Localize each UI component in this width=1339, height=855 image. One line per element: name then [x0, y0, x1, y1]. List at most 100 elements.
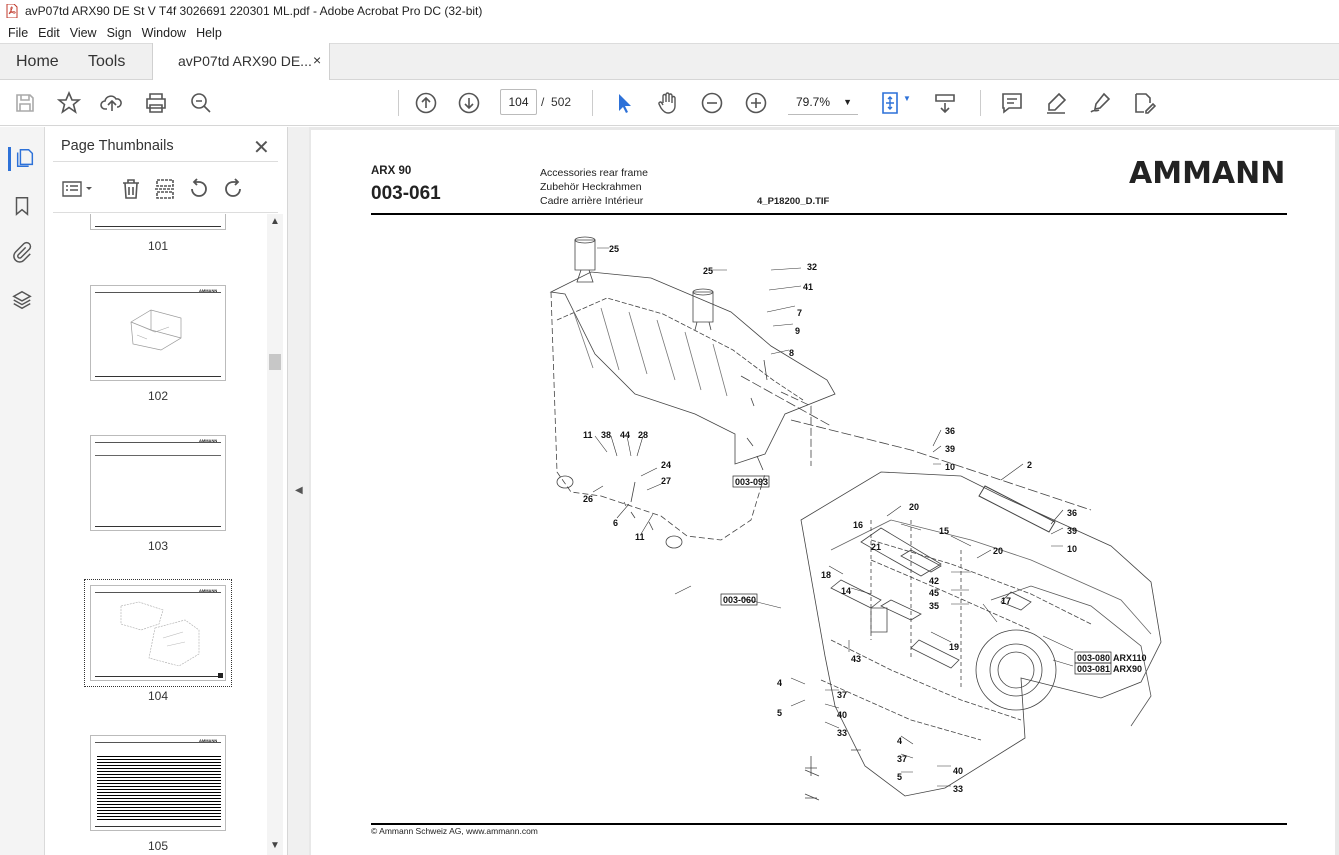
callout: 9 — [795, 326, 800, 336]
callout: 18 — [821, 570, 831, 580]
divider — [53, 161, 278, 162]
tab-tools[interactable]: Tools — [88, 53, 126, 70]
fit-page-icon[interactable] — [878, 91, 902, 115]
scroll-thumb[interactable] — [269, 354, 281, 370]
thumbnail-label: 105 — [147, 839, 169, 853]
document-view[interactable]: ARX 90 003-061 Accessories rear frame Zu… — [309, 127, 1339, 855]
page-down-icon[interactable] — [457, 91, 481, 115]
thumbnail-scrollbar[interactable]: ▲ ▼ — [267, 214, 283, 855]
callout: 28 — [638, 430, 648, 440]
callout: 5 — [777, 708, 782, 718]
attachments-icon[interactable] — [11, 241, 35, 265]
thumbnail-label: 104 — [147, 689, 169, 703]
tab-document[interactable]: avP07td ARX90 DE... × — [152, 43, 330, 80]
select-arrow-icon[interactable] — [612, 91, 636, 115]
menu-help[interactable]: Help — [196, 25, 222, 40]
thumbnail-page-selected[interactable]: AMMANN — [84, 579, 232, 687]
reference-003-080[interactable]: 003-080 — [1077, 653, 1110, 663]
menu-window[interactable]: Window — [141, 25, 187, 40]
page-up-icon[interactable] — [414, 91, 438, 115]
upload-icon[interactable] — [100, 91, 124, 115]
zoom-search-icon[interactable] — [189, 91, 213, 115]
thumbnail-label: 102 — [147, 389, 169, 403]
tab-bar: Home Tools avP07td ARX90 DE... × — [0, 43, 1339, 80]
callout: 21 — [871, 542, 881, 552]
highlight-icon[interactable] — [1044, 91, 1068, 115]
zoom-value: 79.7% — [796, 95, 831, 109]
callout: 42 — [929, 576, 939, 586]
menu-sign[interactable]: Sign — [106, 25, 132, 40]
drawing-file-name: 4_P18200_D.TIF — [757, 196, 830, 207]
callout: 32 — [807, 262, 817, 272]
fit-dropdown-icon[interactable]: ▼ — [903, 94, 911, 103]
callout: 36 — [1067, 508, 1077, 518]
reference-model-arx90: ARX90 — [1113, 664, 1142, 674]
callout: 44 — [620, 430, 630, 440]
model-name: ARX 90 — [371, 165, 412, 177]
menu-file[interactable]: File — [8, 25, 29, 40]
rotate-right-icon[interactable] — [221, 177, 245, 201]
reference-model-arx110: ARX110 — [1113, 653, 1147, 663]
thumbnail-page[interactable] — [90, 214, 226, 230]
callout: 25 — [703, 266, 713, 276]
extract-pages-icon[interactable] — [153, 177, 177, 201]
panel-title: Page Thumbnails — [61, 138, 174, 154]
edit-pdf-icon[interactable] — [1132, 91, 1157, 115]
thumbnail-page[interactable]: AMMANN — [90, 435, 226, 531]
reference-003-060[interactable]: 003-060 — [723, 595, 756, 605]
description-de: Zubehör Heckrahmen — [540, 181, 642, 193]
close-icon[interactable]: ✕ — [253, 137, 270, 159]
reference-003-093[interactable]: 003-093 — [735, 477, 768, 487]
options-menu-icon[interactable] — [61, 177, 95, 201]
tab-close-icon[interactable]: × — [313, 52, 322, 68]
print-icon[interactable] — [144, 91, 168, 115]
callout: 11 — [583, 430, 593, 440]
toolbar — [0, 80, 1339, 126]
tab-document-label: avP07td ARX90 DE... — [178, 53, 312, 69]
menu-edit[interactable]: Edit — [38, 25, 60, 40]
reference-003-081[interactable]: 003-081 — [1077, 664, 1110, 674]
callout: 16 — [853, 520, 863, 530]
window-title: avP07td ARX90 DE St V T4f 3026691 220301… — [25, 4, 483, 18]
scroll-up-icon[interactable]: ▲ — [270, 216, 280, 227]
thumbnail-list: 101 AMMANN 102 AMMANN 103 AMMANN — [45, 214, 270, 855]
callout: 39 — [1067, 526, 1077, 536]
exploded-parts-drawing: 25 25 32 41 7 9 8 11 38 44 28 24 27 26 6… — [549, 236, 1162, 801]
bookmarks-icon[interactable] — [11, 195, 35, 219]
panel-collapse-handle[interactable]: ◀ — [288, 127, 309, 855]
callout: 6 — [613, 518, 618, 528]
toolbar-separator — [592, 90, 593, 116]
callout: 4 — [777, 678, 782, 688]
zoom-out-icon[interactable] — [700, 91, 724, 115]
part-code: 003-061 — [371, 183, 441, 204]
thumbnail-page[interactable]: AMMANN — [90, 735, 226, 831]
callout: 38 — [601, 430, 611, 440]
hand-icon[interactable] — [656, 91, 680, 115]
save-icon[interactable] — [13, 91, 37, 115]
callout: 33 — [837, 728, 847, 738]
callout: 27 — [661, 476, 671, 486]
callout: 40 — [953, 766, 963, 776]
thumbnail-page[interactable]: AMMANN — [90, 285, 226, 381]
callout: 20 — [909, 502, 919, 512]
trash-icon[interactable] — [119, 177, 143, 201]
description-en: Accessories rear frame — [540, 167, 648, 179]
zoom-select[interactable]: 79.7% ▼ — [788, 89, 858, 115]
sign-icon[interactable] — [1088, 91, 1112, 115]
rotate-left-icon[interactable] — [187, 177, 211, 201]
callout: 41 — [803, 282, 813, 292]
comment-icon[interactable] — [1000, 91, 1024, 115]
page-thumbnails-icon[interactable] — [8, 147, 34, 171]
acrobat-icon — [6, 4, 18, 18]
zoom-in-icon[interactable] — [744, 91, 768, 115]
scroll-down-icon[interactable]: ▼ — [270, 840, 280, 851]
callout: 37 — [837, 690, 847, 700]
menu-view[interactable]: View — [69, 25, 97, 40]
bookmark-star-icon[interactable] — [56, 90, 82, 115]
layers-icon[interactable] — [11, 289, 35, 313]
page-number-input[interactable]: 104 — [500, 89, 537, 115]
tab-home[interactable]: Home — [16, 53, 59, 70]
thumbnail-label: 101 — [147, 239, 169, 253]
panel-toolbar — [45, 177, 288, 207]
scroll-mode-icon[interactable] — [933, 91, 957, 115]
